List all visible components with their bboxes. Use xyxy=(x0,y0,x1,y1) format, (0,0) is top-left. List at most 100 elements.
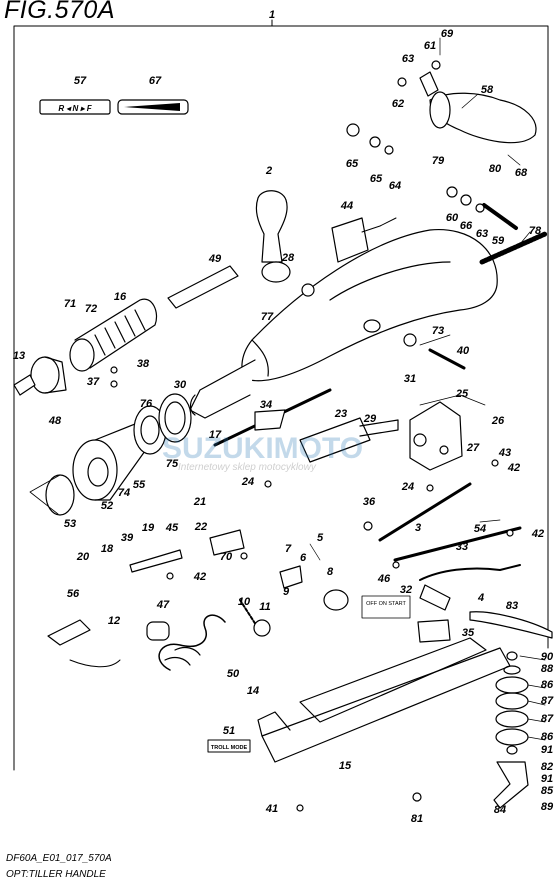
throttle-cable xyxy=(378,482,472,542)
part-callout: 35 xyxy=(462,627,475,639)
shift-link-lower xyxy=(129,549,183,573)
stop-switch-module xyxy=(331,217,369,263)
watermark-brand: SUZUKIMOTO xyxy=(162,432,364,465)
part-callout: 62 xyxy=(392,98,404,110)
assembly-outline xyxy=(13,25,549,771)
part-callout: 41 xyxy=(265,803,278,815)
friction-ring xyxy=(158,393,192,443)
part-callout: 26 xyxy=(491,415,505,427)
part-callout: 12 xyxy=(108,615,120,627)
part-callout: 32 xyxy=(400,584,412,596)
fasteners xyxy=(110,60,514,812)
plate-35 xyxy=(417,619,451,643)
part-callout: 86 xyxy=(541,679,554,691)
stop-switch-decal xyxy=(361,595,411,619)
part-callout: 21 xyxy=(193,496,206,508)
key-switch xyxy=(323,589,349,611)
part-callout: 2 xyxy=(265,165,272,177)
part-callout: 66 xyxy=(460,220,473,232)
part-callout: 58 xyxy=(481,84,494,96)
part-callout: 54 xyxy=(474,523,486,535)
part-callout: 44 xyxy=(340,200,353,212)
part-callout: 11 xyxy=(259,601,270,613)
part-callout: 3 xyxy=(415,522,421,534)
part-callout: 71 xyxy=(64,298,76,310)
friction-lever xyxy=(469,611,553,639)
wire-harness xyxy=(419,564,521,581)
part-callout: 13 xyxy=(13,350,25,362)
part-callout: 14 xyxy=(247,685,259,697)
part-callout: 4 xyxy=(477,592,484,604)
lanyard-clip xyxy=(47,619,91,646)
part-callout: 19 xyxy=(142,522,155,534)
shift-lever xyxy=(255,190,291,283)
part-callout: 43 xyxy=(498,447,511,459)
footer-code: DF60A_E01_017_570A xyxy=(6,853,112,864)
part-callout: 65 xyxy=(346,158,359,170)
part-callout: 51 xyxy=(223,725,235,737)
part-callout: 85 xyxy=(541,785,554,797)
part-callout: 37 xyxy=(87,376,100,388)
part-callout: 48 xyxy=(48,415,62,427)
throttle-linkage xyxy=(299,401,463,471)
part-callout: 91 xyxy=(541,744,553,756)
part-callout: 73 xyxy=(432,325,444,337)
washer-stack xyxy=(493,651,529,809)
part-callout: 36 xyxy=(363,496,376,508)
part-callout: 9 xyxy=(283,586,290,598)
shift-cable xyxy=(393,526,522,562)
lanyard-cord xyxy=(158,614,226,671)
part-callout: 89 xyxy=(541,801,554,813)
part-callout: 80 xyxy=(489,163,502,175)
shift-decal-text: R ◂ N ▸ F xyxy=(58,104,92,113)
throttle-grip xyxy=(69,298,158,372)
part-callout: 53 xyxy=(64,518,76,530)
part-callout: 24 xyxy=(401,481,414,493)
troll-mode-decal-text: TROLL MODE xyxy=(211,745,248,751)
part-callout: 30 xyxy=(174,379,187,391)
part-callout: 78 xyxy=(529,225,542,237)
part-callout: 64 xyxy=(389,180,401,192)
part-callout: 56 xyxy=(67,588,80,600)
grip-end-cap xyxy=(13,356,67,396)
part-callout: 77 xyxy=(261,311,274,323)
part-callout: 70 xyxy=(220,551,233,563)
part-callout: 29 xyxy=(363,413,377,425)
part-callout: 81 xyxy=(411,813,423,825)
part-callout: 86 xyxy=(541,731,554,743)
part-callout: 46 xyxy=(377,573,391,585)
part-callout: 10 xyxy=(238,596,251,608)
part-callout: 15 xyxy=(339,760,352,772)
part-callout: 68 xyxy=(515,167,528,179)
part-callout: 42 xyxy=(193,571,206,583)
bolt-40 xyxy=(428,348,466,370)
upper-bracket xyxy=(419,71,537,144)
part-callout: 45 xyxy=(165,522,179,534)
part-callout: 52 xyxy=(101,500,113,512)
part-callout: 84 xyxy=(494,804,506,816)
footer-caption: OPT:TILLER HANDLE xyxy=(6,869,106,880)
part-callout: 42 xyxy=(531,528,544,540)
part-callout: 20 xyxy=(76,551,90,563)
part-callout: 25 xyxy=(455,388,469,400)
part-callout: 65 xyxy=(370,173,383,185)
shift-decal xyxy=(39,99,111,115)
part-callout: 6 xyxy=(300,552,307,564)
part-callout: 61 xyxy=(424,40,436,52)
part-callout: 59 xyxy=(492,235,505,247)
part-callout: 17 xyxy=(209,429,222,441)
figure-title: FIG.570A xyxy=(4,0,115,24)
part-callout: 18 xyxy=(101,543,114,555)
twist-grip-assembly xyxy=(29,405,167,516)
part-callout: 33 xyxy=(456,541,468,553)
part-callout: 55 xyxy=(133,479,146,491)
part-callout: 7 xyxy=(285,543,292,555)
part-callout: 27 xyxy=(466,442,480,454)
part-callout: 22 xyxy=(194,521,207,533)
part-callout: 40 xyxy=(456,345,470,357)
part-callout: 72 xyxy=(85,303,97,315)
shift-bracket xyxy=(167,265,239,309)
bolt-long xyxy=(482,203,518,230)
part-callout: 24 xyxy=(241,476,254,488)
part-callout: 38 xyxy=(137,358,150,370)
